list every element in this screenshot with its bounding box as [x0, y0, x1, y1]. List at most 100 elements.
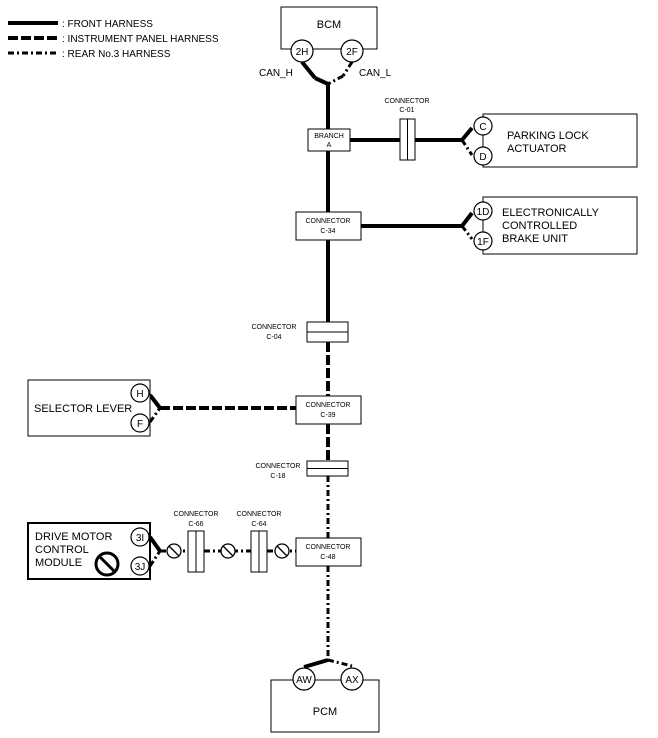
connector-c48: CONNECTOR C-48 [295, 537, 362, 567]
bcm-box [280, 6, 378, 50]
pcm-pin-aw-label: AW [296, 675, 312, 686]
brake-pin-1f-wire [460, 225, 474, 240]
brake-pin-1f-label: 1F [477, 237, 489, 248]
connector-c66: CONNECTOR C-66 [174, 511, 219, 573]
dmcm-label-2: CONTROL [35, 544, 89, 556]
branch-a-box [307, 128, 351, 152]
brake-pin-1d-label: 1D [477, 207, 490, 218]
legend-front-label: : FRONT HARNESS [62, 19, 153, 30]
branch-a: BRANCH A [307, 128, 351, 152]
bcm-pin-2h [290, 39, 314, 63]
c48-body [295, 537, 362, 567]
connector-c64: CONNECTOR C-64 [237, 511, 282, 573]
brake-label-3: BRAKE UNIT [502, 233, 568, 245]
bcm-pin-2f-label: 2F [346, 47, 358, 58]
c39-body [295, 395, 362, 425]
can-h-label: CAN_H [259, 68, 293, 79]
c04-label-1: CONNECTOR [252, 324, 297, 331]
parking-lock-actuator: C D PARKING LOCK ACTUATOR [473, 113, 638, 168]
c01-label-2: C-01 [399, 107, 414, 114]
c39-label-2: C-39 [320, 412, 335, 419]
bcm-title: BCM [317, 19, 341, 31]
c48-label-1: CONNECTOR [306, 544, 351, 551]
pcm-pin-ax [340, 667, 364, 691]
drive-motor-control-module: DRIVE MOTOR CONTROL MODULE 3I 3J [27, 522, 151, 580]
bcm-can-l-wire [341, 61, 354, 77]
prohibited-icon [94, 551, 120, 577]
dmcm-pin-3j-wire [148, 550, 162, 567]
parking-pin-c-wire [460, 126, 474, 142]
c18-label-2: C-18 [270, 473, 285, 480]
bcm-pin-2h-label: 2H [296, 47, 309, 58]
legend-ip-label: : INSTRUMENT PANEL HARNESS [62, 34, 219, 45]
bcm-module: BCM 2H 2F CAN_H CAN_L [259, 6, 392, 79]
c34-label-2: C-34 [320, 228, 335, 235]
dmcm-pin-3i [130, 527, 150, 547]
pcm-box [270, 679, 380, 733]
bcm-pair-join-l [327, 74, 344, 86]
selector-pin-h [130, 383, 150, 403]
connector-c04: CONNECTOR C-04 [252, 321, 349, 343]
selector-pin-h-label: H [136, 389, 143, 400]
dmcm-pin-3j-label: 3J [135, 562, 146, 573]
connector-c01: CONNECTOR C-01 [385, 98, 430, 161]
no-touch-marker-2 [220, 543, 236, 559]
brake-pin-1f [473, 231, 493, 251]
brake-unit-box [482, 196, 638, 255]
parking-pin-c [473, 116, 493, 136]
c64-label-1: CONNECTOR [237, 511, 282, 518]
dmcm-pin-3i-label: 3I [136, 533, 144, 544]
pcm-module: PCM AW AX [270, 667, 380, 733]
bcm-can-h-wire [300, 60, 317, 80]
pcm-title: PCM [313, 706, 337, 718]
selector-lever-box [27, 379, 151, 437]
selector-pin-f [130, 413, 150, 433]
parking-pin-d-label: D [479, 152, 486, 163]
parking-label-2: ACTUATOR [507, 143, 567, 155]
connector-c18: CONNECTOR C-18 [256, 460, 349, 480]
pcm-pin-ax-label: AX [345, 675, 359, 686]
legend: : FRONT HARNESS : INSTRUMENT PANEL HARNE… [8, 19, 219, 60]
dmcm-label-3: MODULE [35, 557, 82, 569]
branch-a-label-1: BRANCH [314, 133, 344, 140]
pcm-can-h-wire [303, 658, 329, 669]
parking-lock-box [482, 113, 638, 168]
bcm-pair-join-h [314, 76, 329, 86]
selector-lever-title: SELECTOR LEVER [34, 403, 132, 415]
selector-pin-f-wire [148, 407, 162, 423]
brake-pin-1d-wire [460, 211, 474, 228]
legend-rear-label: : REAR No.3 HARNESS [62, 49, 171, 60]
c48-label-2: C-48 [320, 554, 335, 561]
selector-lever: SELECTOR LEVER H F [27, 379, 151, 437]
c34-label-1: CONNECTOR [306, 218, 351, 225]
bcm-pin-2f [340, 39, 364, 63]
brake-label-2: CONTROLLED [502, 220, 577, 232]
connector-c39: CONNECTOR C-39 [295, 395, 362, 425]
no-touch-marker-3 [274, 543, 290, 559]
dmcm-label-1: DRIVE MOTOR [35, 531, 112, 543]
c01-label-1: CONNECTOR [385, 98, 430, 105]
selector-pin-h-wire [148, 393, 162, 410]
c04-label-2: C-04 [266, 334, 281, 341]
c18-label-1: CONNECTOR [256, 463, 301, 470]
branch-a-label-2: A [327, 142, 332, 149]
parking-pin-c-label: C [479, 122, 486, 133]
brake-unit: 1D 1F ELECTRONICALLY CONTROLLED BRAKE UN… [473, 196, 638, 255]
pcm-can-l-wire [327, 658, 353, 668]
parking-label-1: PARKING LOCK [507, 130, 589, 142]
dmcm-pin-3j [130, 556, 150, 576]
selector-pin-f-label: F [137, 419, 143, 430]
can-l-label: CAN_L [359, 68, 392, 79]
c34-body [295, 211, 362, 241]
parking-pin-d-wire [460, 139, 474, 156]
c39-label-1: CONNECTOR [306, 402, 351, 409]
c64-label-2: C-64 [251, 521, 266, 528]
dmcm-pin-3i-wire [148, 535, 162, 553]
c66-label-1: CONNECTOR [174, 511, 219, 518]
no-touch-marker-1 [166, 543, 182, 559]
parking-pin-d [473, 146, 493, 166]
connector-c34: CONNECTOR C-34 [295, 211, 362, 241]
brake-pin-1d [473, 201, 493, 221]
dmcm-box [27, 522, 151, 580]
